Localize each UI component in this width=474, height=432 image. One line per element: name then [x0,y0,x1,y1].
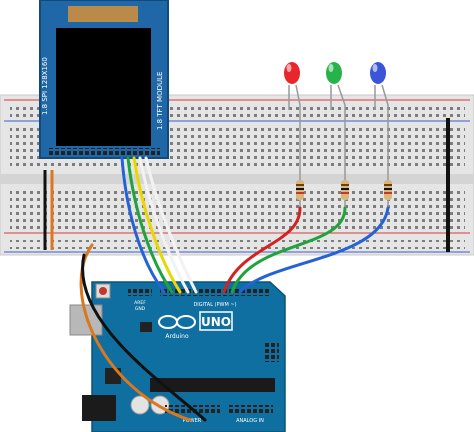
led-blue-body [370,62,386,84]
aref-label: AREF [134,300,146,306]
breadboard [0,94,474,256]
digital-header [160,288,270,296]
led-green-highlight [328,64,334,72]
lcd-screen [56,28,151,146]
power-jack [82,395,116,421]
icsp-header [265,342,279,362]
wire-white-lcd-1 [138,156,190,294]
lcd-label-left: 1.8 SPI 128X160 [41,57,49,115]
resistor-2 [341,170,349,208]
gnd-label: GND [135,306,146,312]
small-chip [140,322,152,332]
wire-red-led [222,206,302,294]
resistor-2-band-1 [341,184,349,186]
analog-header [228,405,273,413]
top-rail-holes-1 [10,104,465,110]
led-green-body [326,62,342,84]
uno-text: UNO [201,315,231,329]
led-red-highlight [286,64,292,72]
lcd-ribbon [68,6,138,22]
resistor-2-band-3 [341,192,349,194]
wire-green-lcd [126,156,174,294]
resistor-1 [296,170,304,208]
resistor-3-band-2 [384,188,392,190]
wire-blue-lcd [120,156,166,294]
led-green-leg-b [337,84,346,170]
led-blue-leg-b [381,84,389,170]
infinity-icon-right [176,315,196,329]
wire-black-ground [81,253,207,422]
resistor-3-band-3 [384,192,392,194]
lcd-module: 1.8 SPI 128X160 1.8 TFT MODULE [39,0,169,159]
resistor-1-band-3 [296,192,304,194]
power-label: POWER [183,418,202,424]
resistor-1-band-2 [296,188,304,190]
wire-white-lcd-2 [144,156,198,294]
arduino-uno: DIGITAL (PWM ~) AREF GND Arduino UNO POW… [69,281,286,432]
lcd-pin-header [48,148,160,156]
bottom-rail-holes-1 [10,236,465,242]
resistor-2-band-2 [341,188,349,190]
aref-header [128,288,152,296]
wire-blue-led [238,206,390,294]
uno-badge [199,311,233,331]
analog-label: ANALOG IN [236,418,264,424]
reset-button-cap [99,287,107,295]
capacitor-1 [130,395,150,415]
resistor-3 [384,170,392,208]
led-blue [370,62,389,170]
resistor-3-band-1 [384,184,392,186]
atmega-chip [150,378,275,392]
wire-green-led [230,206,347,294]
digital-label: DIGITAL (PWM ~) [193,302,236,308]
led-red [284,62,301,170]
lcd-label-right: 1.8 TFT MODULE [156,72,164,130]
led-red-body [284,62,300,84]
top-rail-holes-2 [10,111,465,117]
led-green [326,62,346,170]
wire-yellow-lcd [132,156,182,294]
lower-terminal-holes [10,188,465,230]
led-red-leg-b [295,84,301,170]
bottom-rail-holes-2 [10,243,465,249]
wires [79,156,390,422]
led-blue-highlight [372,64,378,72]
center-channel [0,174,474,184]
arduino-logo: Arduino [158,315,196,340]
arduino-brand-text: Arduino [165,333,189,340]
resistor-1-band-1 [296,184,304,186]
